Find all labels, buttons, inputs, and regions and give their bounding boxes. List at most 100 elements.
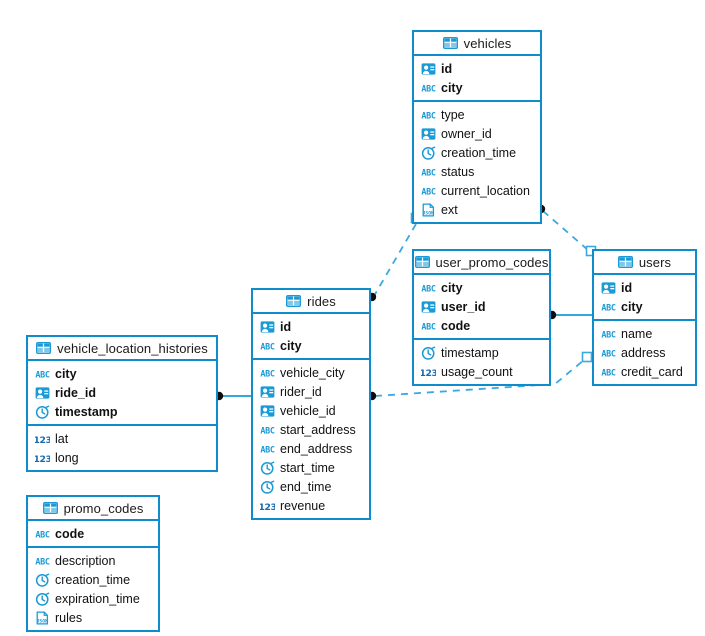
abc-text-icon: ABC: [601, 300, 616, 314]
table-grid-icon: [286, 295, 302, 307]
table-header-vehicle_location_histories[interactable]: vehicle_location_histories: [28, 337, 216, 361]
column-row[interactable]: 123 lat: [28, 429, 216, 448]
primary-key-row[interactable]: ABC city: [28, 364, 216, 383]
primary-key-row[interactable]: id: [253, 317, 369, 336]
abc-text-icon: ABC: [260, 366, 275, 380]
column-label: timestamp: [441, 345, 499, 360]
svg-text:ABC: ABC: [601, 348, 615, 358]
svg-text:JSON: JSON: [423, 210, 434, 216]
table-header-promo_codes[interactable]: promo_codes: [28, 497, 158, 521]
id-card-icon: [260, 404, 275, 418]
link-user-promo-codes-to-users[interactable]: [547, 310, 593, 320]
abc-text-icon: ABC: [601, 346, 616, 360]
columns-section: 123 lat 123 long: [28, 426, 216, 470]
column-row[interactable]: ABC address: [594, 343, 695, 362]
link-vehicles-to-users[interactable]: [536, 204, 597, 257]
column-row[interactable]: expiration_time: [28, 589, 158, 608]
primary-key-row[interactable]: user_id: [414, 297, 549, 316]
123-number-icon: 123: [260, 499, 275, 513]
column-label: ride_id: [55, 385, 96, 400]
primary-key-row[interactable]: timestamp: [28, 402, 216, 421]
table-header-vehicles[interactable]: vehicles: [414, 32, 540, 56]
primary-key-row[interactable]: ride_id: [28, 383, 216, 402]
abc-text-icon: ABC: [35, 527, 50, 541]
table-header-users[interactable]: users: [594, 251, 695, 275]
column-row[interactable]: JSON ext: [414, 200, 540, 219]
clock-icon: [260, 461, 275, 475]
abc-text-icon: ABC: [35, 367, 50, 381]
column-row[interactable]: vehicle_id: [253, 401, 369, 420]
table-header-rides[interactable]: rides: [253, 290, 369, 314]
abc-text-icon: ABC: [421, 108, 436, 122]
table-title: rides: [307, 293, 336, 309]
column-label: city: [55, 366, 77, 381]
id-card-icon: [421, 127, 436, 141]
column-row[interactable]: creation_time: [414, 143, 540, 162]
column-row[interactable]: creation_time: [28, 570, 158, 589]
table-grid-icon: [442, 37, 458, 49]
column-row[interactable]: ABC type: [414, 105, 540, 124]
abc-text-icon: ABC: [35, 554, 50, 568]
svg-text:123: 123: [35, 453, 50, 464]
column-label: long: [55, 450, 79, 465]
table-title: users: [638, 254, 672, 270]
column-row[interactable]: ABC description: [28, 551, 158, 570]
column-label: address: [621, 345, 666, 360]
column-label: description: [55, 553, 116, 568]
column-row[interactable]: owner_id: [414, 124, 540, 143]
column-row[interactable]: end_time: [253, 477, 369, 496]
column-row[interactable]: 123 usage_count: [414, 362, 549, 381]
svg-text:ABC: ABC: [260, 368, 274, 378]
column-label: owner_id: [441, 126, 492, 141]
link-vehicle-location-histories-to-rides[interactable]: [214, 391, 251, 401]
columns-section: timestamp 123 usage_count: [414, 340, 549, 384]
svg-text:ABC: ABC: [421, 186, 435, 196]
id-card-icon: [260, 320, 275, 334]
123-number-icon: 123: [35, 432, 50, 446]
column-row[interactable]: rider_id: [253, 382, 369, 401]
abc-text-icon: ABC: [421, 184, 436, 198]
column-label: type: [441, 107, 465, 122]
abc-text-icon: ABC: [260, 442, 275, 456]
column-row[interactable]: timestamp: [414, 343, 549, 362]
abc-text-icon: ABC: [421, 165, 436, 179]
column-row[interactable]: start_time: [253, 458, 369, 477]
abc-text-icon: ABC: [421, 319, 436, 333]
column-row[interactable]: 123 long: [28, 448, 216, 467]
column-label: end_time: [280, 479, 332, 494]
column-label: ext: [441, 202, 458, 217]
column-label: id: [621, 280, 633, 295]
column-label: expiration_time: [55, 591, 140, 606]
table-header-user_promo_codes[interactable]: user_promo_codes: [414, 251, 549, 275]
primary-key-row[interactable]: id: [594, 278, 695, 297]
column-label: rules: [55, 610, 83, 625]
abc-text-icon: ABC: [601, 365, 616, 379]
column-label: id: [441, 61, 453, 76]
column-label: lat: [55, 431, 69, 446]
column-label: usage_count: [441, 364, 513, 379]
primary-key-row[interactable]: id: [414, 59, 540, 78]
123-number-icon: 123: [421, 365, 436, 379]
